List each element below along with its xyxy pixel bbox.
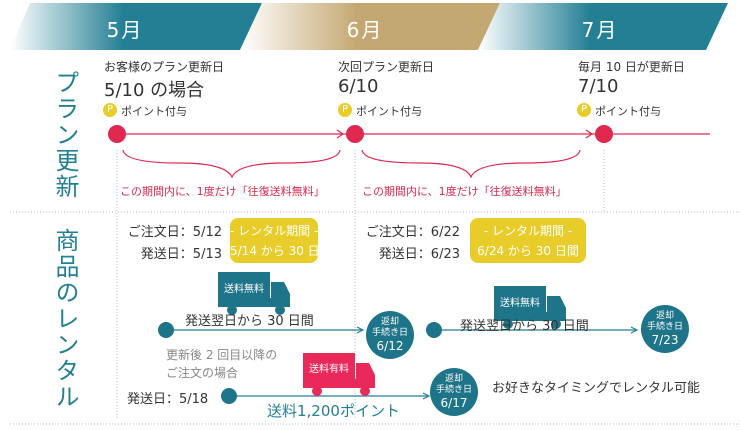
point-icon: P	[577, 103, 591, 117]
truck-icon	[218, 272, 290, 315]
truck-label: 送料無料	[224, 284, 264, 295]
month-band-june	[240, 3, 500, 50]
plan-date: 6/10	[338, 76, 379, 97]
point-label: ポイント付与	[121, 105, 187, 118]
plan-caption: 次回プラン更新日	[338, 60, 435, 74]
point-label: ポイント付与	[595, 105, 661, 118]
order-date: ご注文日：5/12	[127, 225, 222, 240]
truck-label: 送料無料	[500, 298, 540, 309]
rental-period-box: - レンタル期間 -6/24 から 30 日間	[470, 218, 586, 263]
rental-period-box: - レンタル期間 -5/14 から 30 日間	[230, 218, 332, 263]
truck-icon	[494, 286, 566, 329]
section-label-rental: 商品のレンタル	[51, 228, 79, 410]
free-shipping-note: この期間内に、1度だけ「往復送料無料」	[362, 185, 567, 198]
duration-label: 発送翌日から 30 日間	[460, 319, 589, 334]
month-july: 7月	[581, 18, 619, 42]
brace	[122, 149, 341, 179]
second-order-note: 更新後 2 回目以降の	[166, 348, 278, 362]
month-june: 6月	[346, 18, 384, 42]
order-date: ご注文日：6/22	[365, 225, 460, 240]
duration-label: 発送翌日から 30 日間	[185, 314, 314, 329]
point-label: ポイント付与	[356, 105, 422, 118]
free-shipping-note: この期間内に、1度だけ「往復送料無料」	[120, 185, 325, 198]
plan-timeline	[117, 129, 710, 179]
month-may: 5月	[106, 18, 144, 42]
plan-caption: お客様のプラン更新日	[104, 60, 225, 74]
second-order-note: ご注文の場合	[166, 366, 239, 380]
point-icon: P	[338, 103, 352, 117]
plan-caption: 毎月 10 日が更新日	[578, 60, 685, 74]
plan-date: 7/10	[578, 76, 619, 97]
ship-date: 発送日：5/13	[140, 247, 222, 262]
point-icon: P	[103, 103, 117, 117]
shipping-fee: 送料1,200ポイント	[267, 402, 400, 420]
section-label-plan: プラン更新	[51, 70, 79, 200]
plan-date: 5/10 の場合	[104, 80, 205, 101]
ship-date: 発送日：6/23	[378, 247, 460, 262]
brace	[361, 149, 581, 179]
truck-label: 送料有料	[309, 364, 349, 375]
anytime-note: お好きなタイミングでレンタル可能	[492, 381, 701, 396]
ship-date: 発送日：5/18	[127, 392, 209, 407]
month-band-may	[10, 3, 262, 50]
paid-truck-icon	[303, 353, 375, 396]
month-band-july	[478, 3, 728, 50]
